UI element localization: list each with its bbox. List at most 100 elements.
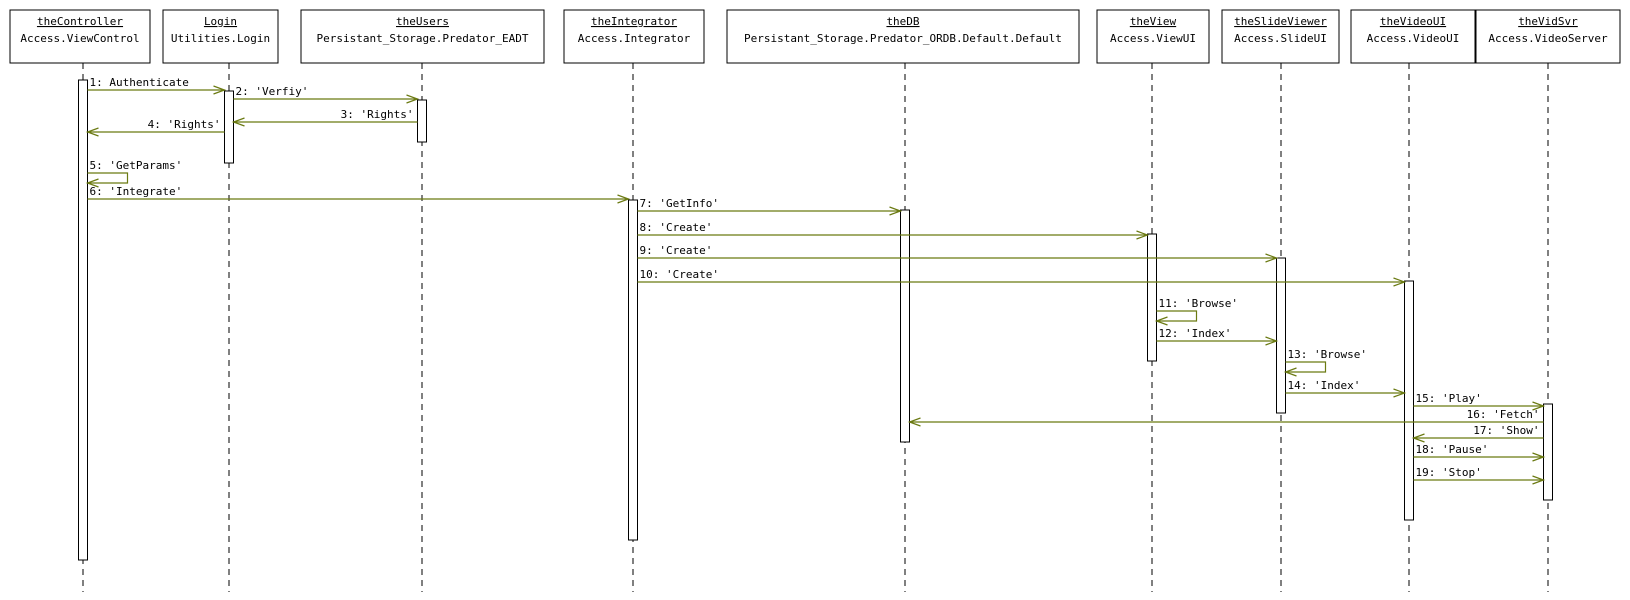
message-2: 2: 'Verfiy' [233, 85, 420, 104]
message-label: 17: 'Show' [1473, 424, 1539, 437]
participant-class: Access.SlideUI [1234, 32, 1327, 45]
message-label: 1: Authenticate [90, 76, 189, 89]
participant-class: Access.ViewControl [20, 32, 139, 45]
participant-name: theVideoUI [1380, 15, 1446, 28]
arrowhead [231, 117, 245, 127]
message-16: 16: 'Fetch' [907, 408, 1544, 427]
message-14: 14: 'Index' [1285, 379, 1407, 398]
participant-box [726, 9, 1080, 64]
arrowhead [617, 194, 631, 204]
message-7: 7: 'GetInfo' [637, 197, 903, 216]
message-11: 11: 'Browse' [1154, 297, 1238, 326]
activation-bar-controller [78, 79, 88, 561]
message-label: 10: 'Create' [640, 268, 719, 281]
participant-box [563, 9, 705, 64]
participant-class: Access.VideoUI [1367, 32, 1460, 45]
activation-bar-db [900, 209, 910, 443]
participant-name: theUsers [396, 15, 449, 28]
participant-box [1350, 9, 1476, 64]
participant-box [1096, 9, 1210, 64]
participant-name: theDB [886, 15, 919, 28]
arrowhead [1411, 433, 1425, 443]
arrowhead [1393, 388, 1407, 398]
participant-name: theSlideViewer [1234, 15, 1327, 28]
arrowhead [1393, 277, 1407, 287]
message-label: 14: 'Index' [1288, 379, 1361, 392]
message-8: 8: 'Create' [637, 221, 1150, 240]
arrowhead [1532, 475, 1546, 485]
message-label: 7: 'GetInfo' [640, 197, 719, 210]
message-label: 8: 'Create' [640, 221, 713, 234]
arrowhead [1154, 316, 1168, 326]
participant-name: Login [204, 15, 237, 28]
activation-bar-login [224, 90, 234, 164]
arrowhead [213, 85, 227, 95]
message-15: 15: 'Play' [1413, 392, 1546, 411]
participant-box [1221, 9, 1340, 64]
message-label: 11: 'Browse' [1159, 297, 1238, 310]
participant-box [9, 9, 151, 64]
message-5: 5: 'GetParams' [85, 159, 183, 188]
message-label: 9: 'Create' [640, 244, 713, 257]
participant-db: theDB Persistant_Storage.Predator_ORDB.De… [726, 9, 1080, 592]
participant-name: theVidSvr [1518, 15, 1578, 28]
message-12: 12: 'Index' [1156, 327, 1279, 346]
activation-bar-vidsvr [1543, 403, 1553, 501]
participant-name: theIntegrator [591, 15, 677, 28]
arrowhead [85, 127, 99, 137]
message-label: 4: 'Rights' [148, 118, 221, 131]
message-19: 19: 'Stop' [1413, 466, 1546, 485]
activation-bar-users [417, 99, 427, 143]
participant-name: theView [1130, 15, 1177, 28]
participant-box [162, 9, 279, 64]
message-9: 9: 'Create' [637, 244, 1279, 263]
activation-bar-videoui [1404, 280, 1414, 521]
participant-name: theController [37, 15, 123, 28]
participant-class: Persistant_Storage.Predator_EADT [317, 32, 529, 45]
message-17: 17: 'Show' [1411, 424, 1544, 443]
message-label: 19: 'Stop' [1416, 466, 1482, 479]
message-line [87, 172, 129, 184]
arrowhead [85, 178, 99, 188]
message-label: 5: 'GetParams' [90, 159, 183, 172]
arrowhead [889, 206, 903, 216]
message-label: 2: 'Verfiy' [236, 85, 309, 98]
participant-class: Access.ViewUI [1110, 32, 1196, 45]
message-label: 18: 'Pause' [1416, 443, 1489, 456]
participant-class: Utilities.Login [171, 32, 270, 45]
arrowhead [907, 417, 921, 427]
activation-bar-view [1147, 233, 1157, 362]
message-label: 12: 'Index' [1159, 327, 1232, 340]
participant-videoui: theVideoUI Access.VideoUI [1350, 9, 1476, 592]
participant-class: Access.VideoServer [1488, 32, 1608, 45]
message-label: 15: 'Play' [1416, 392, 1482, 405]
arrowhead [1265, 253, 1279, 263]
activation-bar-slide [1276, 257, 1286, 414]
participant-class: Persistant_Storage.Predator_ORDB.Default… [744, 32, 1062, 45]
message-1: 1: Authenticate [87, 76, 227, 95]
participant-box [300, 9, 545, 64]
message-label: 3: 'Rights' [341, 108, 414, 121]
arrowhead [1265, 336, 1279, 346]
arrowhead [1532, 401, 1546, 411]
arrowhead [1136, 230, 1150, 240]
message-10: 10: 'Create' [637, 268, 1407, 287]
activation-bar-integrator [628, 199, 638, 541]
arrowhead [1283, 367, 1297, 377]
message-6: 6: 'Integrate' [87, 185, 631, 204]
message-label: 6: 'Integrate' [90, 185, 183, 198]
arrowhead [406, 94, 420, 104]
message-4: 4: 'Rights' [85, 118, 225, 137]
message-line [1285, 361, 1327, 373]
message-label: 13: 'Browse' [1288, 348, 1367, 361]
message-3: 3: 'Rights' [231, 108, 418, 127]
message-label: 16: 'Fetch' [1467, 408, 1540, 421]
participant-class: Access.Integrator [578, 32, 691, 45]
arrowhead [1532, 452, 1546, 462]
